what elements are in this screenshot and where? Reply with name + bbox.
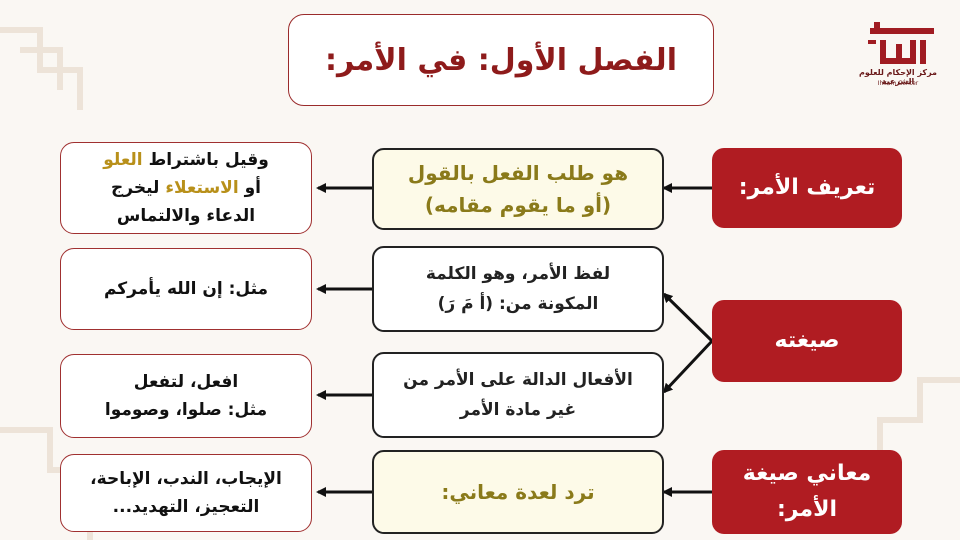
- form-text2-line2: غير مادة الأمر: [459, 400, 577, 420]
- meanings-text: ترد لعدة معاني:: [441, 480, 595, 504]
- definition-text-line2: (أو ما يقوم مقامه): [424, 193, 612, 217]
- meanings-list-line2: التعجيز، التهديد...: [112, 497, 260, 517]
- form-example2-line2: مثل: صلوا، وصوموا: [104, 400, 268, 420]
- form-text2-line1: الأفعال الدالة على الأمر من: [403, 370, 633, 390]
- form-example2-box: افعل، لتفعل مثل: صلوا، وصوموا: [60, 354, 312, 438]
- logo-subtitle: مركز الإحكام للعلوم الشرعية: [858, 68, 938, 86]
- form-example2-line1: افعل، لتفعل: [133, 372, 239, 392]
- form-example1: مثل: إن الله يأمركم: [103, 279, 269, 299]
- definition-label-box: تعريف الأمر:: [712, 148, 902, 228]
- definition-note-box: وقيل باشتراط العلو أو الاستعلاء ليخرج ال…: [60, 142, 312, 234]
- form-label-box: صيغته: [712, 300, 902, 382]
- page-title-text: الفصل الأول: في الأمر:: [325, 42, 677, 78]
- definition-text-line1: هو طلب الفعل بالقول: [407, 161, 629, 185]
- note-line3: الدعاء والالتماس: [116, 206, 256, 226]
- arrow-form-to-text1: [662, 292, 714, 343]
- ihkam-logo-icon: [868, 22, 934, 64]
- form-text1-box: لفظ الأمر، وهو الكلمة المكونة من: (أ مَ …: [372, 246, 664, 332]
- meanings-label-box: معاني صيغة الأمر:: [712, 450, 902, 534]
- form-text1-line1: لفظ الأمر، وهو الكلمة: [425, 264, 611, 284]
- logo-tagline: Ihkam Center: [877, 80, 919, 87]
- note-prefix: وقيل باشتراط: [148, 150, 269, 170]
- definition-text-box: هو طلب الفعل بالقول (أو ما يقوم مقامه): [372, 148, 664, 230]
- page-title: الفصل الأول: في الأمر:: [288, 14, 714, 106]
- meanings-list-box: الإيجاب، الندب، الإباحة، التعجيز، التهدي…: [60, 454, 312, 532]
- form-example1-box: مثل: إن الله يأمركم: [60, 248, 312, 330]
- meanings-text-box: ترد لعدة معاني:: [372, 450, 664, 534]
- note-highlight-uluw: العلو: [103, 150, 143, 170]
- form-text1-line2: المكونة من: (أ مَ رَ): [437, 294, 599, 314]
- arrow-form-to-text2: [662, 339, 714, 394]
- meanings-list-line1: الإيجاب، الندب، الإباحة،: [90, 469, 282, 489]
- definition-label: تعريف الأمر:: [738, 175, 876, 200]
- note-highlight-istila: الاستعلاء: [165, 178, 239, 198]
- form-label: صيغته: [774, 328, 840, 353]
- meanings-label-line1: معاني صيغة: [742, 461, 872, 486]
- note-mid: أو: [244, 178, 261, 198]
- form-text2-box: الأفعال الدالة على الأمر من غير مادة الأ…: [372, 352, 664, 438]
- meanings-label-line2: الأمر:: [776, 497, 838, 522]
- note-suffix: ليخرج: [111, 178, 160, 198]
